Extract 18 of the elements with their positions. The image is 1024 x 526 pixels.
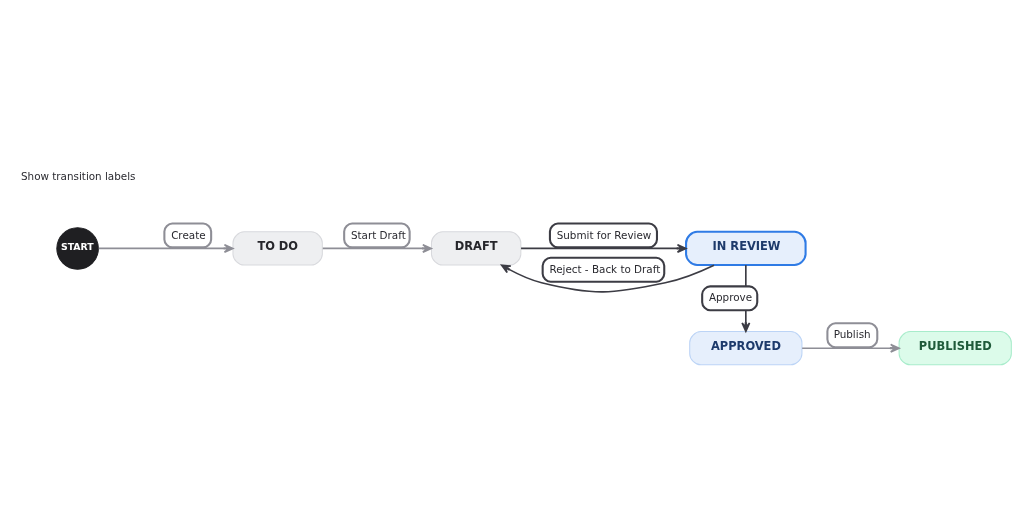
node-circle: START [56,227,99,270]
arrow [97,243,234,253]
edge-label: Approve [708,291,753,304]
edge-label: Create [171,228,206,241]
node-box: APPROVED [689,331,803,366]
arrow [321,243,432,253]
node-box: TO DO [232,231,323,266]
edge-label: Publish [833,328,871,341]
arrow [500,264,715,293]
node-box: DRAFT [430,231,522,266]
label: Show transition labels [20,170,136,183]
edge-label: Reject - Back to Draft [549,262,661,275]
edge-label: Submit for Review [556,228,652,241]
arrow [801,343,900,353]
node-box: IN REVIEW [685,230,807,267]
edge-label: Start Draft [350,228,406,241]
arrow [520,243,687,253]
node-box: PUBLISHED [898,331,1012,366]
